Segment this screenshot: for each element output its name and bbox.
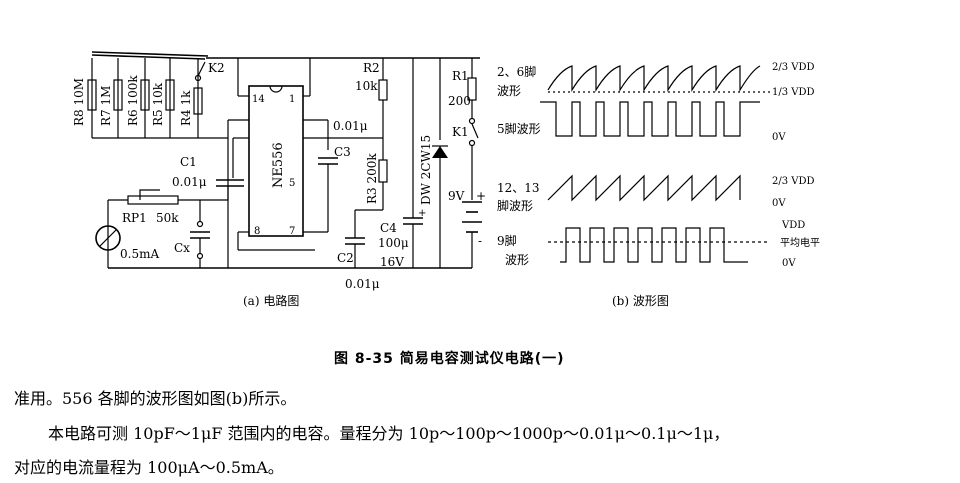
label-w4-bot: 0V	[782, 258, 796, 269]
figure-title: 图 8-35 简易电容测试仪电路(一)	[334, 351, 565, 367]
label-c4-plus: +	[418, 208, 426, 219]
label-w1-top: 2/3 VDD	[772, 62, 815, 73]
label-w1-bot: 1/3 VDD	[772, 87, 815, 98]
label-rp1-val: 50k	[156, 211, 179, 225]
paragraph-2: 本电路可测 10pF～1μF 范围内的电容。量程分为 10p～100p～1000…	[48, 424, 730, 443]
label-r2-val: 10k	[355, 79, 378, 93]
label-c4-name: C4	[380, 221, 397, 235]
label-r1-val: 200	[448, 94, 471, 108]
label-pin8: 8	[254, 226, 260, 237]
label-battery: 9V	[448, 189, 465, 203]
label-w1b: 波形	[497, 84, 521, 98]
label-c2-val: 0.01μ	[345, 277, 380, 291]
caption-waveform: (b) 波形图	[612, 294, 669, 308]
label-w4-mid: 平均电平	[780, 236, 820, 249]
label-meter: 0.5mA	[120, 247, 159, 261]
label-c4-volt: 16V	[380, 255, 404, 269]
label-pin5: 5	[289, 178, 295, 189]
label-pin14: 14	[252, 94, 265, 105]
label-k1: K1	[452, 125, 469, 139]
waveform-pin-5	[540, 101, 760, 137]
label-ic: NE556	[271, 142, 286, 188]
label-r5: R5 10k	[151, 82, 165, 126]
label-w3-top: 2/3 VDD	[772, 176, 815, 187]
label-rp1-name: RP1	[122, 211, 147, 225]
waveform-pins-2-6	[547, 65, 761, 93]
label-w2-bot: 0V	[772, 132, 786, 143]
label-c4-val: 100μ	[378, 236, 409, 250]
label-w3a: 12、13	[497, 181, 540, 195]
label-cx: Cx	[174, 241, 190, 255]
label-battery-minus: -	[478, 234, 482, 248]
label-c1-val: 0.01μ	[172, 175, 207, 189]
label-battery-plus: +	[476, 189, 486, 203]
label-w4-top: VDD	[781, 220, 805, 231]
label-w4a: 9脚	[497, 233, 517, 248]
label-w2: 5脚波形	[497, 121, 541, 136]
label-r6: R6 100k	[126, 75, 140, 126]
label-c1-name: C1	[180, 155, 197, 169]
label-c3-val: 0.01μ	[333, 119, 368, 133]
circuit-figure: R8 10M R7 1M R6 100k R5 10k R4 1k K2 NE5…	[72, 51, 820, 291]
label-dw: DW 2CW15	[419, 135, 433, 205]
label-r1-name: R1	[452, 69, 469, 83]
caption-circuit: (a) 电路图	[243, 294, 300, 308]
label-w1a: 2、6脚	[497, 64, 536, 79]
label-r8: R8 10M	[72, 78, 86, 126]
label-k2: K2	[208, 61, 225, 75]
label-r4: R4 1k	[179, 90, 193, 126]
waveform-pins-12-13	[547, 174, 741, 202]
label-w3b: 脚波形	[497, 198, 533, 213]
label-c2-name: C2	[337, 251, 354, 265]
ne556-chip	[248, 85, 304, 237]
waveform-pin-9	[548, 227, 770, 263]
label-c3-name: C3	[334, 145, 351, 159]
label-w3-bot: 0V	[772, 198, 786, 209]
label-w4b: 波形	[505, 253, 529, 267]
label-r2-name: R2	[363, 61, 380, 75]
paragraph-1: 准用。556 各脚的波形图如图(b)所示。	[14, 389, 297, 408]
label-pin7: 7	[289, 226, 295, 237]
paragraph-3: 对应的电流量程为 100μA～0.5mA。	[14, 458, 284, 477]
label-r3: R3 200k	[365, 153, 379, 204]
label-pin1: 1	[289, 94, 295, 105]
range-resistors	[87, 58, 228, 139]
label-r7: R7 1M	[99, 86, 113, 126]
